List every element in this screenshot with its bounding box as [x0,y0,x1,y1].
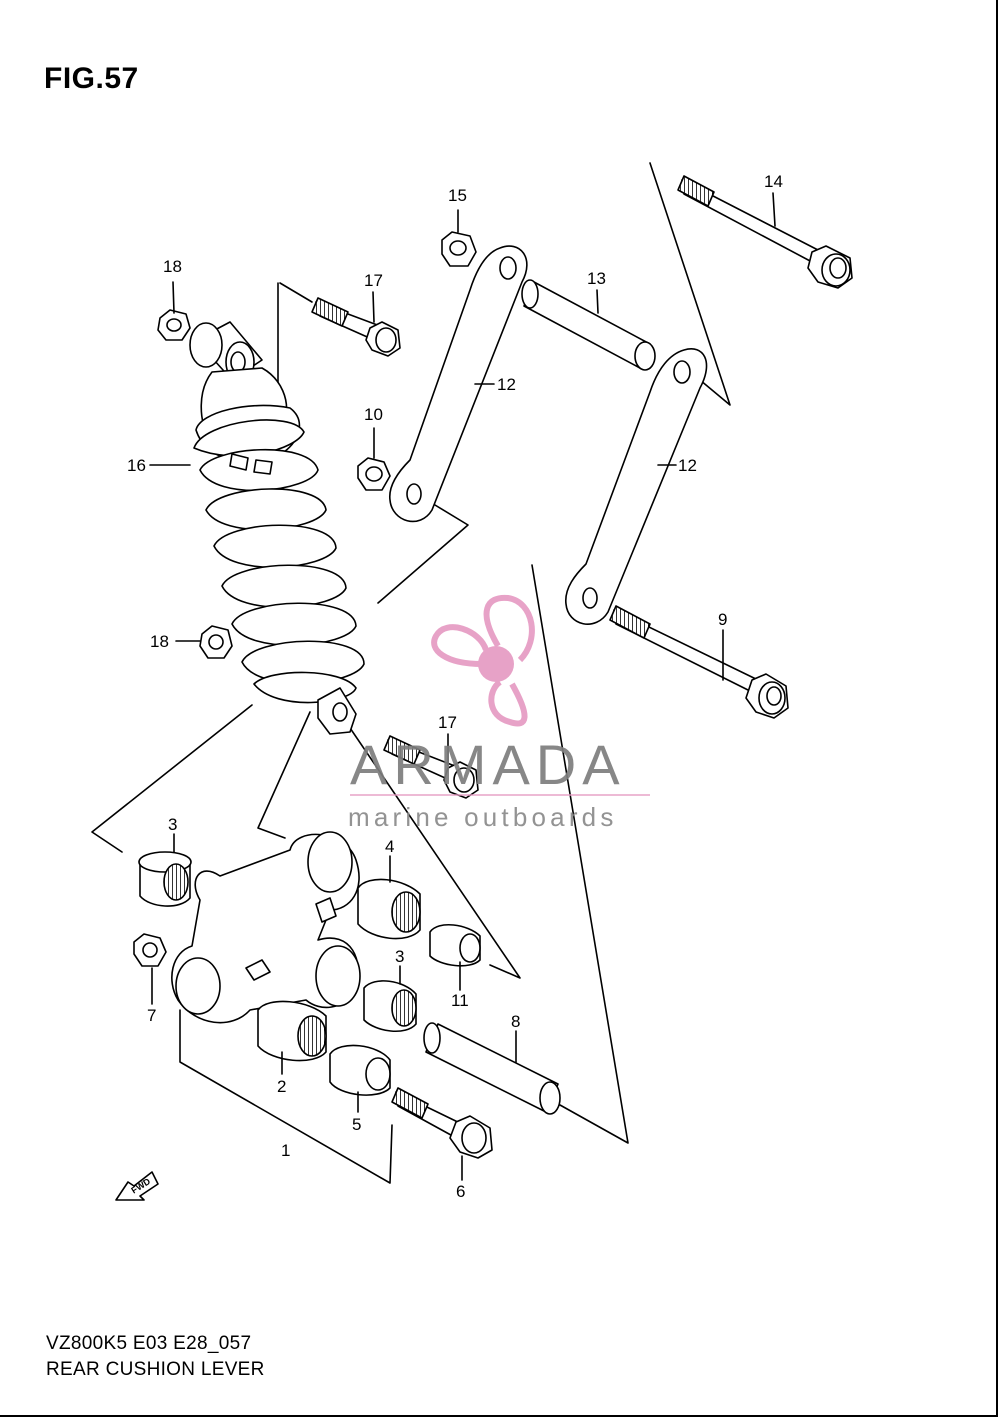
diagram-code: VZ800K5 E03 E28_057 [46,1333,252,1354]
part-11-spacer [429,924,481,967]
callout-10: 10 [364,405,383,424]
callout-labels: 1 2 3 3 4 5 6 7 8 9 10 11 12 12 13 14 15… [127,172,783,1201]
callout-12-right: 12 [678,456,697,475]
forward-direction-indicator: FWD [115,1171,159,1201]
callout-12-left: 12 [497,375,516,394]
callout-8: 8 [511,1012,520,1031]
callout-5: 5 [352,1115,361,1134]
watermark-tagline: marine outboards [348,802,618,832]
callout-leaders [149,192,776,1181]
part-8-collar [423,1022,561,1115]
propeller-icon [431,594,535,727]
part-5-spacer [329,1044,391,1096]
part-10-nut [357,457,391,491]
part-1-cushion-lever [171,831,361,1024]
callout-18-top: 18 [163,257,182,276]
part-18-nut-top [157,309,191,341]
part-17-bolt-lower [383,735,479,799]
callout-15: 15 [448,186,467,205]
callout-3-right: 3 [395,947,404,966]
part-3-bearing-right [363,980,417,1032]
part-12-link-left [389,245,528,523]
callout-17-lower: 17 [438,713,457,732]
callout-18-lower: 18 [150,632,169,651]
callout-3-left: 3 [168,815,177,834]
callout-13: 13 [587,269,606,288]
watermark-brand: ARMADA [350,733,626,796]
assembly-leader-lines [91,162,731,1184]
part-15-nut [441,231,477,267]
part-16-shock-absorber [189,321,365,735]
callout-14: 14 [764,172,783,191]
callout-2: 2 [277,1077,286,1096]
part-2-bearing [257,1000,327,1062]
figure-title: FIG.57 [44,62,139,95]
callout-16: 16 [127,456,146,475]
callout-9: 9 [718,610,727,629]
diagram-name: REAR CUSHION LEVER [46,1359,265,1380]
part-17-bolt-top [311,297,401,357]
callout-17-top: 17 [364,271,383,290]
part-18-nut-lower [199,625,233,659]
part-7-nut [133,933,167,967]
callout-7: 7 [147,1006,156,1025]
callout-4: 4 [385,837,394,856]
part-14-bolt [677,175,853,289]
part-3-bearing-left [138,851,192,907]
part-9-bolt [609,605,789,719]
callout-11: 11 [451,991,469,1010]
part-12-link-right [565,348,708,625]
callout-1: 1 [281,1141,290,1160]
part-6-bolt [391,1087,493,1159]
watermark: ARMADA marine outboards [348,594,650,832]
arrow-left-icon [115,1171,159,1201]
callout-6: 6 [456,1182,465,1201]
part-4-bearing [357,878,421,940]
part-13-collar [521,279,656,371]
